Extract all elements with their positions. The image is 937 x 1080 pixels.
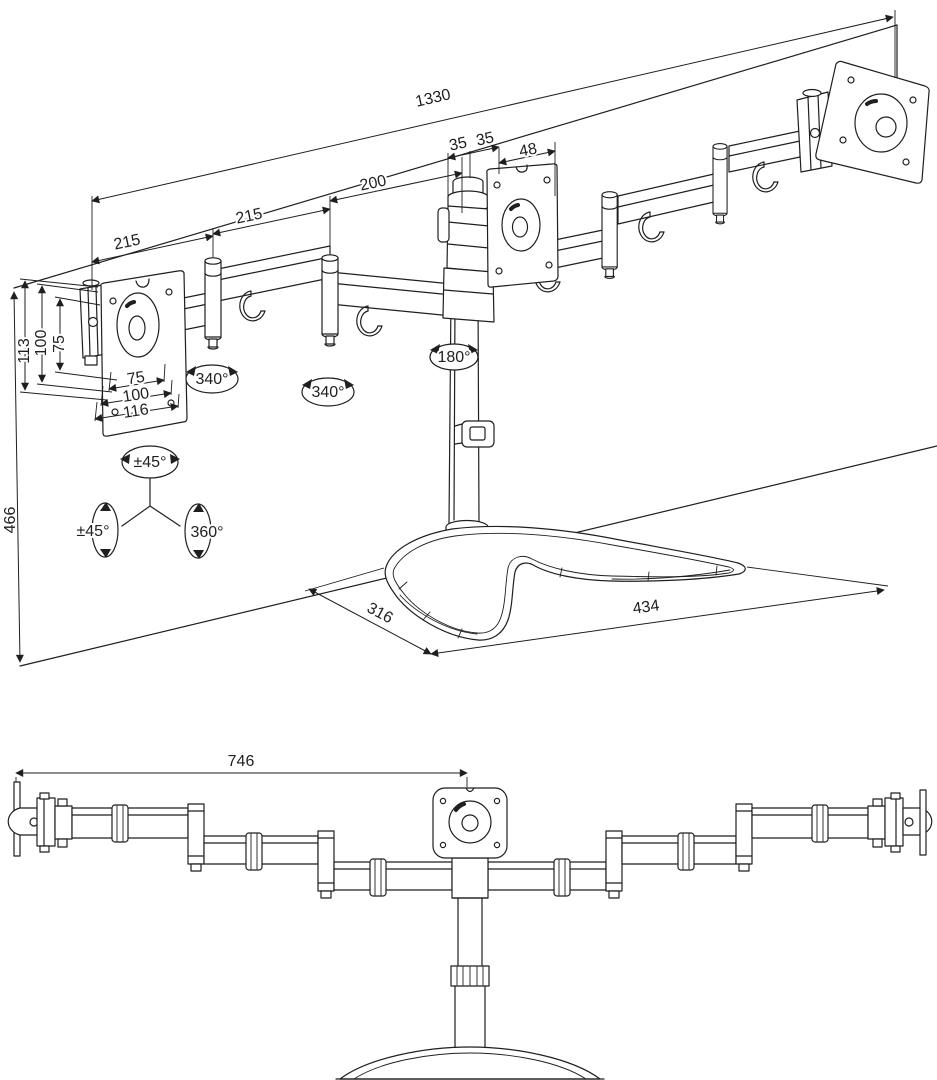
- center-vesa-plate: [486, 163, 559, 288]
- dim-label-466: 466: [2, 507, 19, 534]
- dim-label-316: 316: [364, 600, 396, 628]
- dim-label-100-v: 100: [33, 330, 50, 357]
- front-post-1: [187, 803, 205, 872]
- rot-label-tilt-top: ±45°: [134, 454, 167, 471]
- front-band-2: [245, 832, 263, 871]
- front-arm-3: [333, 861, 453, 891]
- rot-label-340-mid: 340°: [311, 384, 344, 401]
- dim-label-35-left: 35: [448, 134, 469, 154]
- front-view: 746: [7, 751, 933, 1080]
- rotation-340-left: 340°: [185, 364, 239, 394]
- front-left-end-bracket: [7, 781, 73, 857]
- right-vesa-plate: [796, 60, 930, 184]
- dimension-746: 746: [15, 751, 468, 799]
- front-left-arms: [71, 803, 453, 899]
- front-base: [339, 1046, 601, 1080]
- joint-post-4: [712, 143, 728, 225]
- front-arm-3r: [487, 861, 607, 891]
- dim-label-215-left: 215: [112, 231, 142, 253]
- rail-segment-3: [329, 271, 453, 317]
- front-post-1r: [735, 803, 753, 872]
- rail-segment-5: [617, 173, 715, 225]
- front-band-3r: [553, 858, 571, 897]
- rotation-annotations: 340° 340° 180° ±45°: [75, 343, 479, 559]
- tilt-swivel-diagram: ±45° ±45° 360°: [75, 445, 226, 559]
- pole-hinge-knuckle: [446, 205, 491, 273]
- perspective-view: 1330 215 215 200 35 35 48: [0, 10, 937, 667]
- rot-label-360: 360°: [190, 524, 223, 541]
- rot-label-180: 180°: [437, 349, 470, 366]
- dim-label-75-v: 75: [51, 335, 68, 353]
- rot-label-tilt-side: ±45°: [77, 523, 110, 540]
- front-band-1: [111, 804, 129, 843]
- desk-base: [384, 525, 746, 641]
- front-arm-1: [71, 807, 189, 839]
- rail-segment-2: [212, 245, 331, 303]
- dim-label-434: 434: [632, 597, 661, 618]
- rotation-180-pole: 180°: [429, 343, 479, 371]
- cable-clip-5: [752, 161, 779, 193]
- dim-label-35-right: 35: [475, 129, 496, 149]
- joint-post-3: [601, 191, 618, 279]
- dim-label-113: 113: [16, 338, 33, 364]
- rot-label-340-left: 340°: [195, 371, 228, 388]
- dim-label-746: 746: [228, 753, 255, 770]
- cable-clip-2: [356, 305, 383, 337]
- front-arm-1r: [751, 807, 869, 839]
- front-post-2: [317, 830, 335, 899]
- cable-clip-1: [239, 290, 266, 322]
- dim-label-1330: 1330: [414, 86, 453, 111]
- front-band-3: [369, 858, 387, 897]
- front-right-end-bracket: [867, 789, 933, 856]
- dim-label-48: 48: [518, 140, 539, 160]
- rotation-340-mid: 340°: [301, 377, 355, 407]
- front-right-arms: [487, 803, 869, 899]
- dim-label-75-h: 75: [126, 369, 146, 389]
- dim-label-200: 200: [358, 172, 388, 194]
- front-band-1r: [811, 804, 829, 843]
- front-post-2r: [605, 830, 623, 899]
- front-band-2r: [677, 832, 695, 871]
- front-center-column: [335, 787, 605, 1080]
- joint-post-2: [321, 254, 339, 347]
- joint-post-1: [204, 257, 222, 350]
